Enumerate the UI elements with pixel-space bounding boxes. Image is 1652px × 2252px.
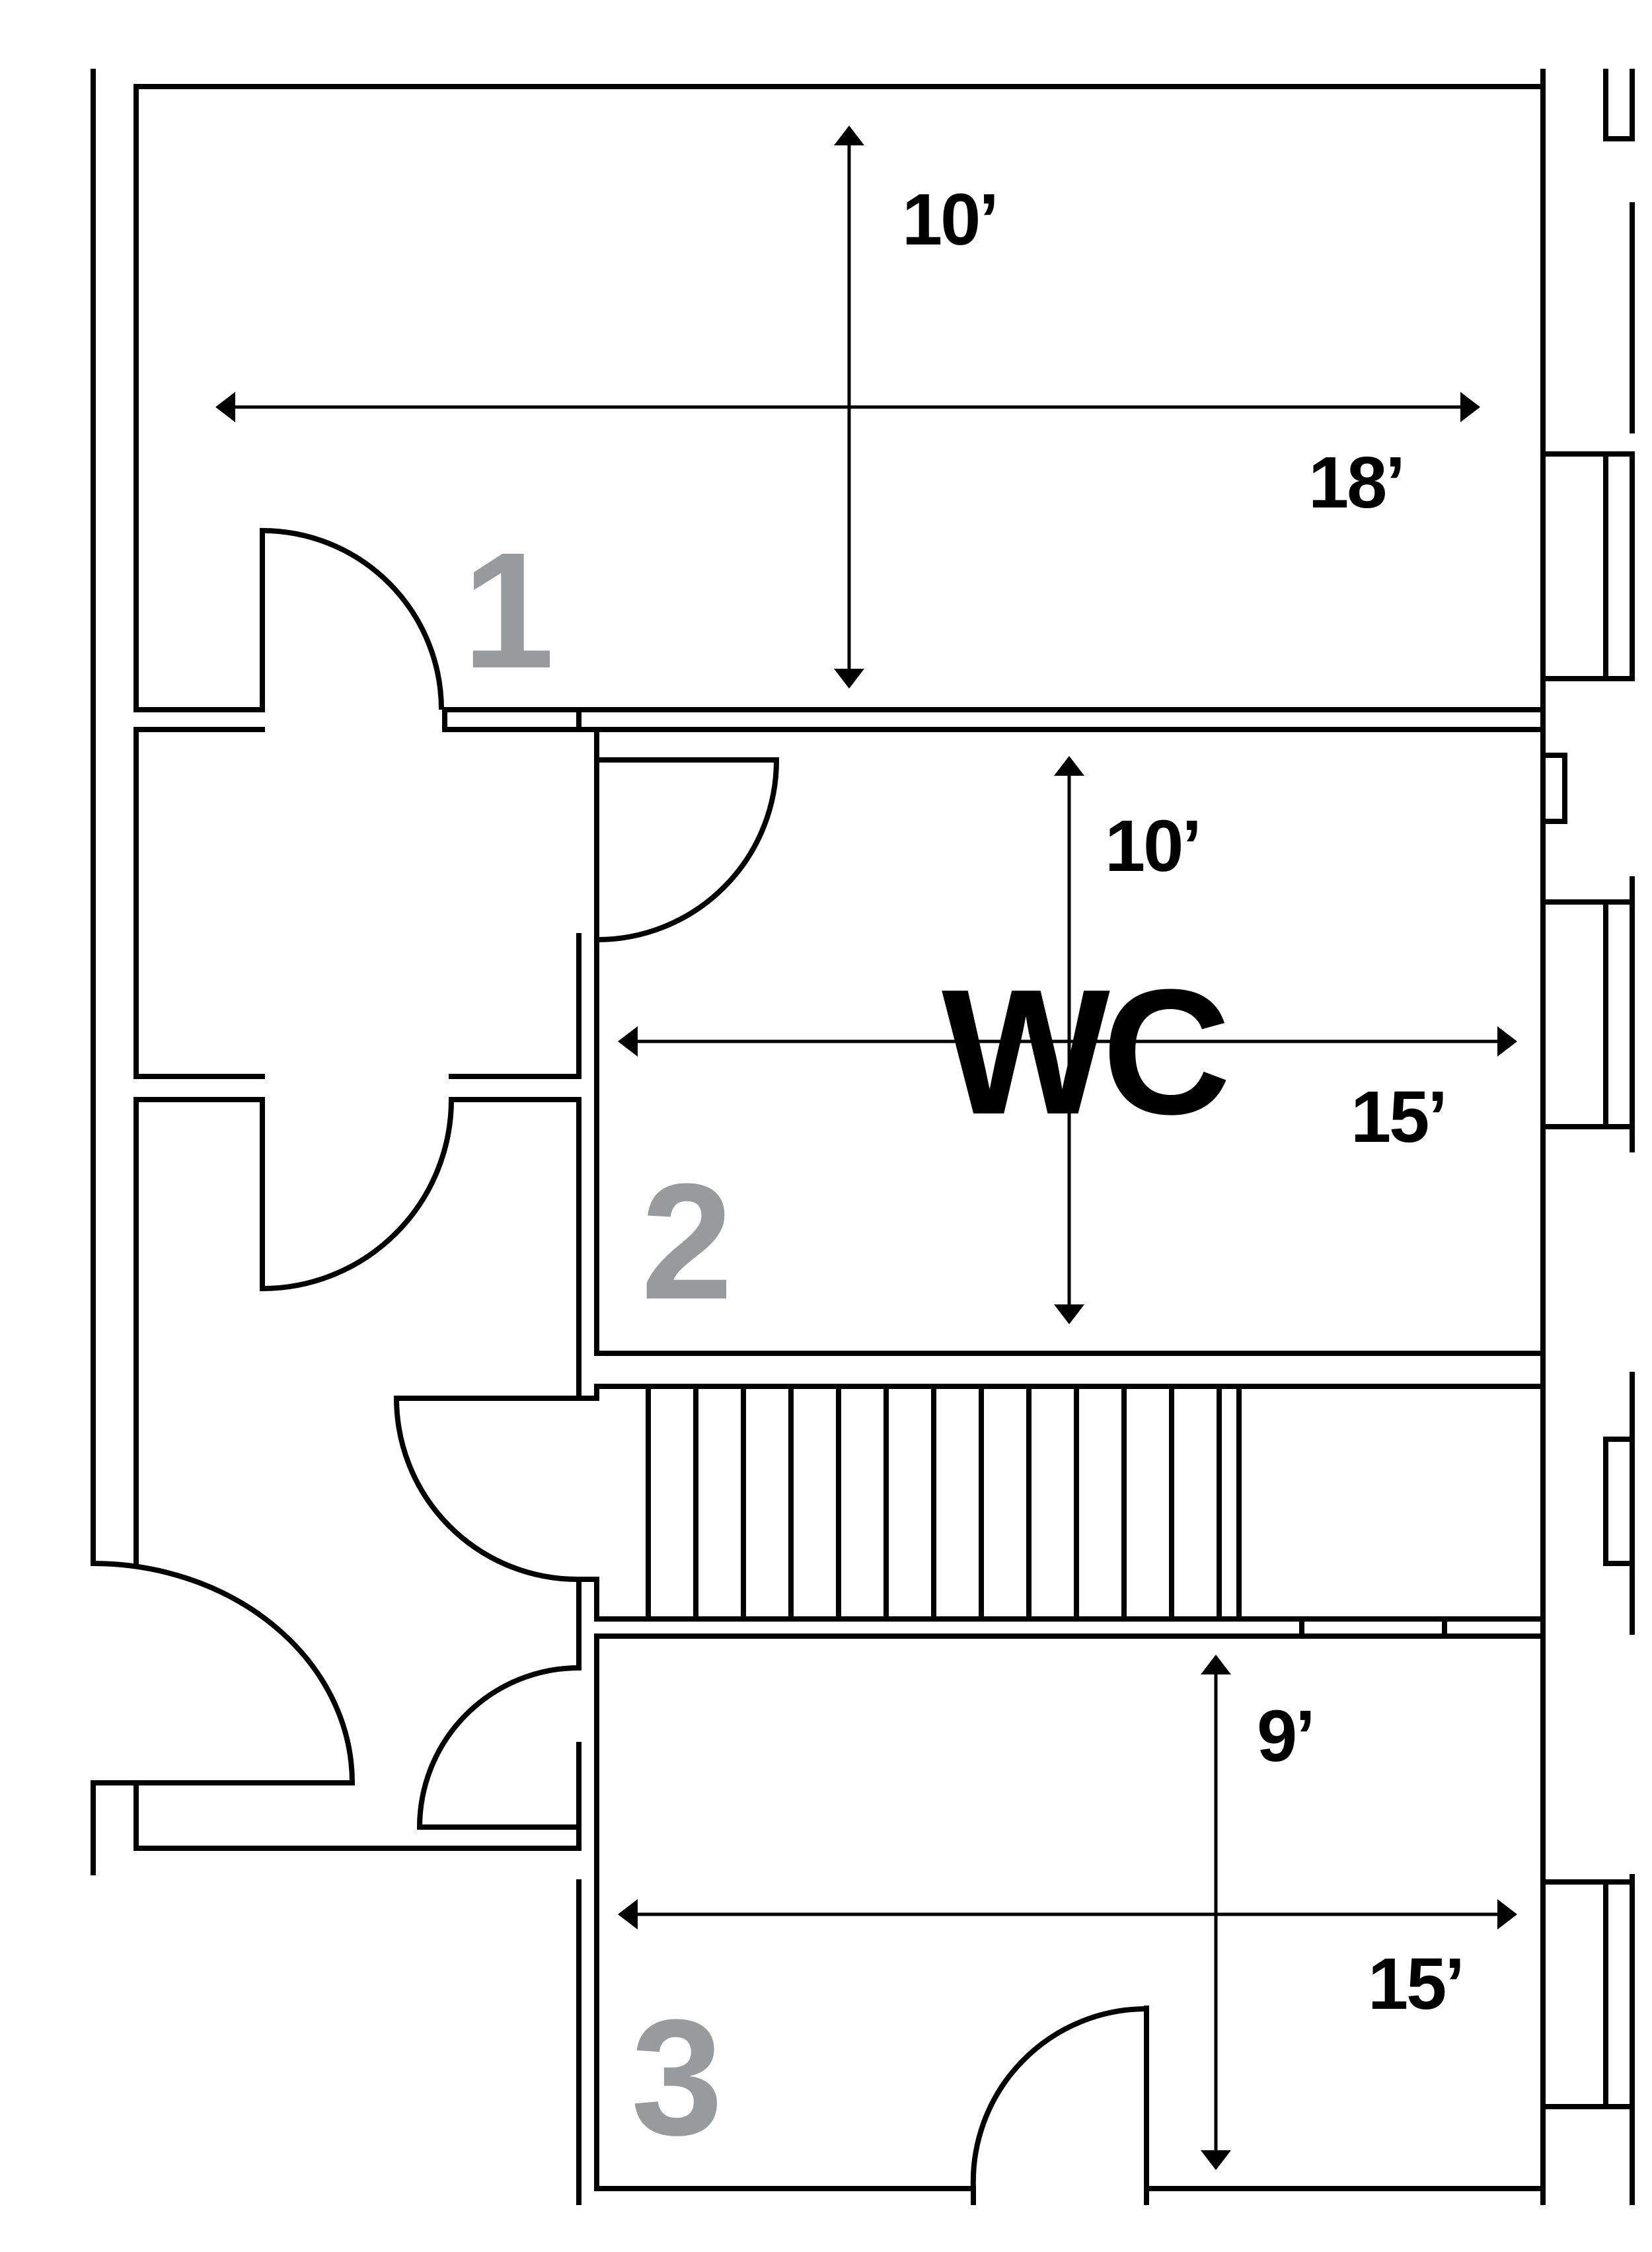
room-1-walls [133,84,1546,712]
room-1-width-label: 18’ [1308,442,1404,523]
arrowhead [1054,756,1084,776]
arrowhead [1497,1026,1517,1057]
door-hall-upper [260,1099,454,1292]
hall-right-wall [449,1097,582,1401]
stair-treads [693,1384,1174,1622]
room-3-number: 3 [631,1985,723,2169]
door-front-entrance [93,1561,356,1785]
stairs-block [594,1384,1546,1670]
room-2-length-label: 10’ [1105,806,1200,887]
arrowhead [1054,1304,1084,1324]
hall-upper-block [133,727,582,1079]
window-3 [1603,1437,1635,1566]
door-room-1 [260,527,444,710]
arrowhead [215,392,235,422]
room-1-length-label: 10’ [902,179,997,260]
arrowhead [1201,1655,1231,1674]
room-3-width-label: 15’ [1368,1943,1463,2025]
room-1-lower-wall [442,707,1546,732]
arrowhead [834,669,864,689]
arrowhead [618,1026,638,1057]
storage-notches [1299,1616,1447,1639]
window-4 [1540,1879,1635,2109]
arrowhead [834,126,864,145]
room-3-door-jamb [971,2006,1149,2205]
room-3-length-label: 9’ [1257,1696,1314,1777]
room-3-walls [594,1633,1546,2191]
walls [91,69,1635,2205]
room-2-number: 2 [641,1149,733,1333]
arrowhead [618,1899,638,1930]
labels: 10’ 18’ 1 10’ WC 15’ 2 9’ 15’ 3 [463,179,1465,2169]
arrowhead [1497,1899,1517,1930]
hall-lower-block [133,1097,582,1851]
vent [1540,753,1567,824]
window-2 [1540,899,1635,1129]
arrowhead [1201,2150,1231,2170]
room-1-number: 1 [463,518,554,702]
storage-closet [1236,1384,1546,1622]
door-stairs [393,1396,597,1582]
door-room-2 [594,757,780,943]
room-2-width-label: 15’ [1351,1076,1446,1158]
window-1 [1540,451,1635,681]
room-2-wc-label: WC [942,953,1228,1152]
doors [93,527,1147,2189]
arrowhead [1460,392,1480,422]
room-2-walls [594,727,1546,1356]
door-room-3 [970,2006,1147,2189]
dimension-lines [215,126,1517,2170]
door-room-3-hall [416,1665,580,1830]
